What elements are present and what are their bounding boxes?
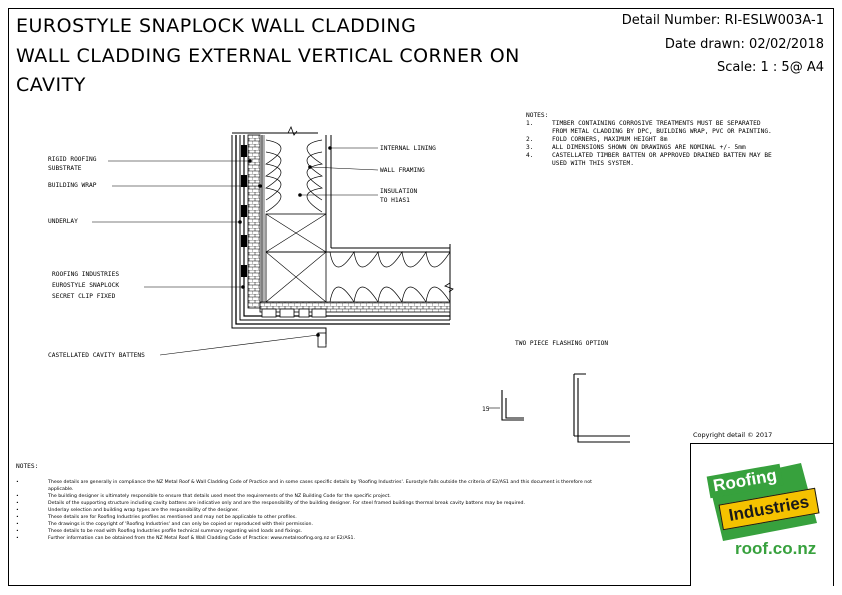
drawing-sheet-border [8, 8, 834, 586]
note-item: 3. ALL DIMENSIONS SHOWN ON DRAWINGS ARE N… [526, 144, 776, 152]
insulation-vertical [265, 139, 323, 213]
bottom-note-text: These details are generally in complianc… [48, 480, 592, 492]
label-roofing-industries: ROOFING INDUSTRIES [52, 271, 120, 278]
bottom-note-item: •These details are generally in complian… [16, 479, 676, 493]
bottom-note-text: The building designer is ultimately resp… [48, 494, 391, 499]
note-text: FOLD CORNERS, MAXIMUM HEIGHT 8m [552, 136, 668, 143]
label-castellated-battens: CASTELLATED CAVITY BATTENS [48, 352, 145, 359]
bottom-note-text: These details are for Roofing Industries… [48, 515, 297, 520]
two-piece-flashing-sketch [501, 373, 630, 443]
notes-panel: NOTES: 1. TIMBER CONTAINING CORROSIVE TRE… [526, 112, 776, 168]
bottom-note-item: •Underlay selection and building wrap ty… [16, 507, 676, 514]
insulation-horizontal [329, 251, 451, 303]
bottom-note-text: These details to be read with Roofing In… [48, 529, 303, 534]
note-number: 3. [526, 144, 534, 151]
copyright-text: Copyright detail © 2017 [693, 431, 773, 439]
title-line-2: WALL CLADDING EXTERNAL VERTICAL CORNER O… [16, 45, 520, 67]
label-two-piece-flashing: TWO PIECE FLASHING OPTION [515, 340, 609, 347]
label-rigid-roofing: RIGID ROOFING [48, 156, 97, 163]
label-dimension-15: 15 [482, 406, 490, 413]
scale: Scale: 1 : 5@ A4 [717, 60, 824, 75]
bottom-note-item: •Further information can be obtained fro… [16, 535, 676, 542]
bottom-note-text: The drawings is the copyright of 'Roofin… [48, 522, 314, 527]
note-item: 4. CASTELLATED TIMBER BATTEN OR APPROVED … [526, 152, 776, 168]
title-line-3: CAVITY [16, 74, 86, 96]
note-item: 2. FOLD CORNERS, MAXIMUM HEIGHT 8m [526, 136, 776, 144]
label-substrate: SUBSTRATE [48, 165, 82, 172]
notes-heading: NOTES: [526, 112, 549, 119]
label-wall-framing: WALL FRAMING [380, 167, 425, 174]
label-insulation-standard: TO H1AS1 [380, 197, 410, 204]
note-text: ALL DIMENSIONS SHOWN ON DRAWINGS ARE NOM… [552, 144, 746, 151]
bottom-notes-heading: NOTES: [16, 463, 39, 470]
note-text: TIMBER CONTAINING CORROSIVE TREATMENTS M… [552, 120, 772, 135]
label-underlay: UNDERLAY [48, 218, 78, 225]
logo-url: roof.co.nz [735, 539, 817, 558]
bottom-notes-panel: NOTES: •These details are generally in c… [16, 463, 676, 542]
note-number: 2. [526, 136, 534, 143]
label-secret-clip: SECRET CLIP FIXED [52, 293, 116, 300]
label-building-wrap: BUILDING WRAP [48, 182, 97, 189]
label-internal-lining: INTERNAL LINING [380, 145, 436, 152]
note-number: 4. [526, 152, 534, 159]
note-text: CASTELLATED TIMBER BATTEN OR APPROVED DR… [552, 152, 772, 167]
title-line-1: EUROSTYLE SNAPLOCK WALL CLADDING [16, 15, 417, 37]
bottom-note-text: Details of the supporting structure incl… [48, 501, 525, 506]
bottom-note-text: Underlay selection and building wrap typ… [48, 508, 239, 513]
note-item: 1. TIMBER CONTAINING CORROSIVE TREATMENTS… [526, 120, 776, 136]
bottom-note-item: •These details to be read with Roofing I… [16, 528, 676, 535]
label-eurostyle-snaplock: EUROSTYLE SNAPLOCK [52, 282, 120, 289]
date-drawn: Date drawn: 02/02/2018 [664, 37, 824, 52]
bottom-note-item: •These details are for Roofing Industrie… [16, 514, 676, 521]
label-insulation: INSULATION [380, 188, 418, 195]
bottom-note-text: Further information can be obtained from… [48, 536, 355, 541]
detail-number: Detail Number: RI-ESLW003A-1 [621, 13, 824, 28]
note-number: 1. [526, 120, 534, 127]
bottom-note-item: •Details of the supporting structure inc… [16, 500, 676, 507]
bottom-note-item: •The drawings is the copyright of 'Roofi… [16, 521, 676, 528]
bottom-note-item: •The building designer is ultimately res… [16, 493, 676, 500]
